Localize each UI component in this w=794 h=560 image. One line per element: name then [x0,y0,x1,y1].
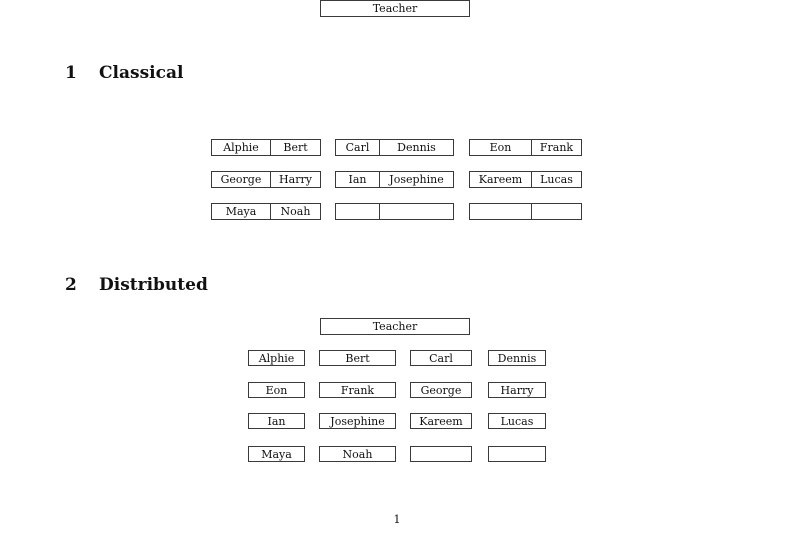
seat-box-empty [488,446,546,462]
seat-label: Frank [340,383,375,397]
section-title: Distributed [99,275,208,295]
seat-box: Maya [248,446,305,462]
desk-seat: Harry [270,172,320,187]
desk-seat-empty [379,204,453,219]
seat-label: Alphie [258,351,295,365]
seat-label: Carl [429,351,453,365]
desk-seat-empty [470,204,531,219]
desk-seat: Carl [345,141,370,154]
seat-label: Lucas [500,414,534,428]
desk-empty [469,203,582,220]
seat-box: Frank [319,382,396,398]
section-number: 1 [65,63,77,83]
seat-box: Bert [319,350,396,366]
seat-box: Lucas [488,413,546,429]
desk-seat-empty [336,204,379,219]
seat-box-empty [410,446,472,462]
seat-label: Kareem [419,414,463,428]
desk-seat: Josephine [379,172,453,187]
seat-box: Kareem [410,413,472,429]
seat-label: Dennis [497,351,537,365]
desk: Alphie Bert [211,139,321,156]
desk-seat: George [220,173,262,186]
section-heading-classical: 1 Classical [65,63,183,83]
desk-seat: Lucas [531,172,581,187]
section-heading-distributed: 2 Distributed [65,275,208,295]
seat-box: Josephine [319,413,396,429]
seat-label: Harry [500,383,534,397]
desk-empty [335,203,454,220]
teacher-label: Teacher [372,2,418,15]
seat-label: Josephine [330,414,385,428]
desk: Carl Dennis [335,139,454,156]
seat-box: Dennis [488,350,546,366]
desk-seat: Noah [270,204,320,219]
seat-box: Alphie [248,350,305,366]
seat-box: Eon [248,382,305,398]
desk-seat: Bert [270,140,320,155]
desk: George Harry [211,171,321,188]
teacher-label: Teacher [372,320,418,333]
seat-label: Bert [345,351,370,365]
seat-label: George [420,383,462,397]
section-number: 2 [65,275,77,295]
desk: Maya Noah [211,203,321,220]
page-number: 1 [393,513,401,526]
seat-box: Harry [488,382,546,398]
seat-box: George [410,382,472,398]
seat-label: Ian [267,414,286,428]
teacher-box: Teacher [320,0,470,17]
desk-seat: Alphie [223,141,259,154]
teacher-box: Teacher [320,318,470,335]
desk: Ian Josephine [335,171,454,188]
seat-box: Noah [319,446,396,462]
desk: Eon Frank [469,139,582,156]
desk-seat: Kareem [478,173,523,186]
desk-seat-empty [531,204,581,219]
desk-seat: Ian [348,173,367,186]
seat-label: Eon [265,383,288,397]
desk-seat: Maya [225,205,257,218]
desk: Kareem Lucas [469,171,582,188]
desk-seat: Dennis [379,140,453,155]
desk-seat: Eon [489,141,512,154]
section-title: Classical [99,63,184,83]
desk-seat: Frank [531,140,581,155]
seat-label: Noah [342,447,373,461]
seat-label: Maya [261,447,292,461]
seat-box: Carl [410,350,472,366]
seat-box: Ian [248,413,305,429]
